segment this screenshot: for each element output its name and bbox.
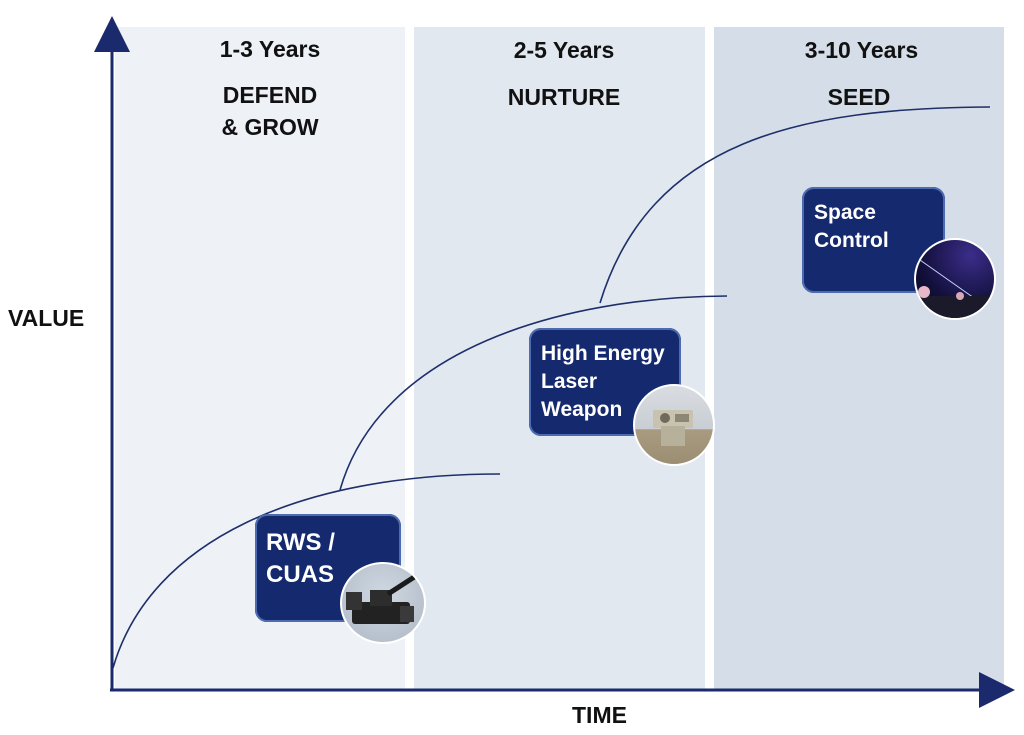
growth-curve-2 bbox=[339, 295, 728, 491]
laser-weapon-turret-image bbox=[633, 384, 715, 466]
phase-3-years: 3-10 Years bbox=[804, 37, 919, 63]
phase-2-name: NURTURE bbox=[507, 84, 621, 110]
phase-1-years: 1-3 Years bbox=[219, 36, 321, 62]
capability-laser-line2: Laser bbox=[541, 370, 598, 393]
phase-1-name-line1: DEFEND bbox=[222, 82, 318, 108]
capability-rws-line2: CUAS bbox=[266, 561, 335, 588]
capability-laser-line3: Weapon bbox=[541, 398, 623, 421]
phase-1-name-line2: & GROW bbox=[221, 114, 319, 140]
capability-space-line1: Space bbox=[814, 201, 876, 224]
capability-laser-line1: High Energy bbox=[541, 342, 665, 365]
remote-weapon-station-image bbox=[340, 562, 426, 644]
x-axis-label: TIME bbox=[572, 702, 627, 728]
phase-3-name: SEED bbox=[827, 84, 891, 110]
capability-rws-line1: RWS / bbox=[266, 529, 335, 556]
y-axis-label: VALUE bbox=[8, 305, 85, 331]
phase-panel-seed bbox=[714, 27, 1004, 691]
satellite-dish-night-sky-image bbox=[914, 238, 996, 320]
growth-curve-3 bbox=[599, 106, 991, 304]
phase-2-years: 2-5 Years bbox=[513, 37, 615, 63]
growth-curve-1 bbox=[112, 473, 501, 669]
capability-space-line2: Control bbox=[814, 229, 889, 252]
